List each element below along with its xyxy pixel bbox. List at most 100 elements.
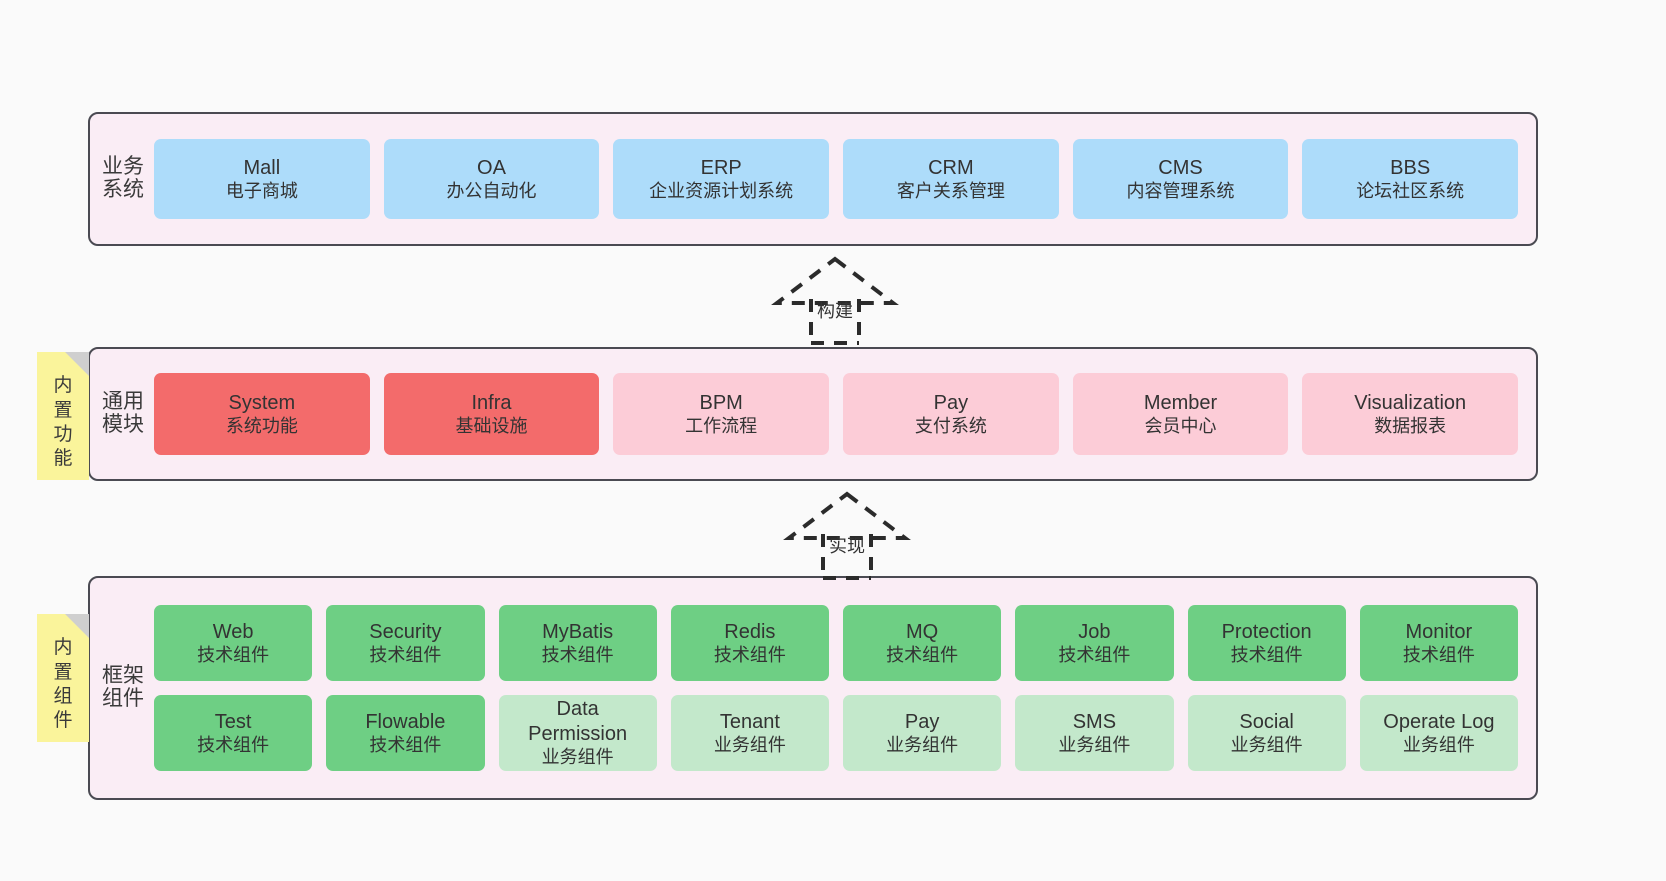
node-name: Tenant [719, 710, 780, 733]
node-desc: 业务组件 [1402, 734, 1475, 755]
node-name: Test [214, 710, 252, 733]
connector-implement: 实现 [772, 490, 922, 580]
node-desc: 技术组件 [1230, 644, 1303, 665]
node-desc: 工作流程 [685, 415, 758, 436]
layer-title-business-systems: 业务系统 [102, 155, 144, 201]
node-desc: 支付系统 [914, 415, 987, 436]
layer-title-common-modules: 通用模块 [102, 390, 144, 436]
node-name: Web [212, 620, 254, 643]
node-desc: 技术组件 [1058, 644, 1131, 665]
node-desc: 技术组件 [197, 734, 270, 755]
layer-title-framework-components: 框架组件 [102, 664, 144, 710]
node-desc: 技术组件 [369, 644, 442, 665]
node-desc: 基础设施 [455, 415, 528, 436]
node-name: CMS [1158, 156, 1203, 179]
node-name: OA [477, 156, 506, 179]
node-name: Member [1143, 391, 1218, 414]
sticky-note-label: 内置组件 [53, 637, 73, 732]
node-name: Visualization [1354, 391, 1467, 414]
node-name: CRM [928, 156, 974, 179]
node-name: Flowable [365, 710, 446, 733]
node-name: Infra [471, 391, 512, 414]
node-name: Social [1239, 710, 1294, 733]
node-desc: 内容管理系统 [1126, 180, 1235, 201]
node-name: BBS [1390, 156, 1431, 179]
node-name: Monitor [1405, 620, 1473, 643]
node-name: SMS [1072, 710, 1117, 733]
node-desc: 业务组件 [886, 734, 959, 755]
sticky-note-label: 内置功能 [53, 375, 73, 470]
node-desc: 技术组件 [886, 644, 959, 665]
node-name: MyBatis [542, 620, 614, 643]
node-desc: 会员中心 [1144, 415, 1217, 436]
node-desc: 技术组件 [369, 734, 442, 755]
node-desc: 论坛社区系统 [1356, 180, 1465, 201]
node-name: Operate Log [1383, 710, 1495, 733]
node-name: Job [1078, 620, 1111, 643]
node-desc: 技术组件 [197, 644, 270, 665]
node-desc: 办公自动化 [446, 180, 537, 201]
node-name: MQ [906, 620, 939, 643]
sticky-note-common-modules: 内置功能 [37, 352, 89, 480]
node-name: Redis [724, 620, 776, 643]
node-name: Pay [933, 391, 969, 414]
connector-build: 构建 [760, 255, 910, 345]
node-desc: 业务组件 [541, 747, 614, 768]
node-name: Security [369, 620, 442, 643]
node-desc: 技术组件 [713, 644, 786, 665]
node-desc: 系统功能 [225, 415, 298, 436]
node-desc: 业务组件 [713, 734, 786, 755]
node-name: ERP [700, 156, 742, 179]
node-desc: 电子商城 [225, 180, 298, 201]
folded-corner-icon [65, 614, 89, 638]
node-desc: 业务组件 [1230, 734, 1303, 755]
node-desc: 客户关系管理 [896, 180, 1005, 201]
node-name: BPM [699, 391, 743, 414]
node-name: Mall [243, 156, 281, 179]
node-name: Data Permission [528, 698, 628, 745]
node-desc: 企业资源计划系统 [649, 180, 794, 201]
node-name: System [228, 391, 296, 414]
folded-corner-icon [65, 352, 89, 376]
node-desc: 技术组件 [541, 644, 614, 665]
